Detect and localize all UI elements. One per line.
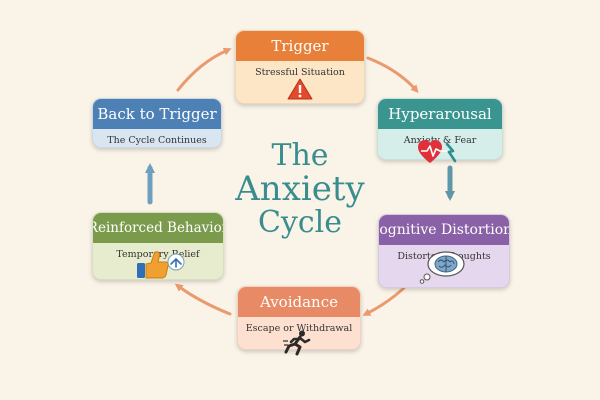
title-line-1: The xyxy=(271,138,329,173)
node-reinforced-title: Reinforced Behavior xyxy=(93,213,223,243)
node-back-to-trigger: Back to Trigger The Cycle Continues xyxy=(92,98,222,148)
node-back-title: Back to Trigger xyxy=(93,99,221,129)
running-person-icon xyxy=(283,330,311,356)
arrow-avoidance-to-reinforced xyxy=(174,283,232,316)
title-line-2: Anxiety xyxy=(235,168,365,209)
node-cognitive-title: Cognitive Distortions xyxy=(379,215,509,245)
node-trigger-subtitle: Stressful Situation xyxy=(255,67,345,78)
arrow-back-to-trigger xyxy=(176,47,232,92)
diagram-title: The Anxiety Cycle xyxy=(190,140,410,239)
node-hyperarousal-title: Hyperarousal xyxy=(378,99,502,129)
node-avoidance-title: Avoidance xyxy=(238,287,360,317)
arrow-trigger-to-hyperarousal xyxy=(366,56,419,93)
node-avoidance: Avoidance Escape or Withdrawal xyxy=(237,286,361,350)
node-trigger: Trigger Stressful Situation xyxy=(235,30,365,104)
node-avoidance-subtitle: Escape or Withdrawal xyxy=(245,323,353,334)
node-trigger-title: Trigger xyxy=(236,31,364,61)
arrow-cognitive-to-avoidance xyxy=(362,282,410,316)
thought-brain-icon xyxy=(419,251,465,284)
heart-pulse-icon xyxy=(418,140,457,163)
node-back-subtitle: The Cycle Continues xyxy=(107,135,207,146)
node-hyperarousal: Hyperarousal Anxiety & Fear xyxy=(377,98,503,160)
thumbs-up-icon xyxy=(137,251,185,279)
title-line-3: Cycle xyxy=(257,205,343,241)
warning-icon xyxy=(287,78,313,100)
node-hyperarousal-subtitle: Anxiety & Fear xyxy=(403,135,477,146)
